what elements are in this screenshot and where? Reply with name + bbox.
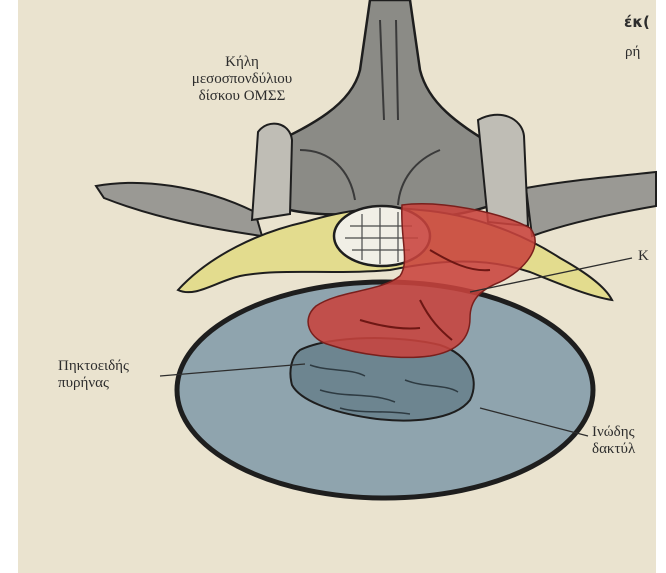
corner-text-line1: έκ( xyxy=(624,14,650,31)
label-herniation-line3: δίσκου ΟΜΣΣ xyxy=(152,88,332,105)
corner-text-line2: ρή xyxy=(625,44,640,61)
corner-text-regular: ρή xyxy=(625,44,640,61)
label-annulus-line2: δακτύλ xyxy=(592,441,635,458)
label-herniation-line2: μεσοσπονδύλιου xyxy=(152,71,332,88)
corner-text-bold: έκ( xyxy=(624,14,650,31)
label-herniation-line1: Κήλη xyxy=(152,54,332,71)
label-nucleus: Πηκτοειδής πυρήνας xyxy=(58,358,129,392)
label-nucleus-line1: Πηκτοειδής xyxy=(58,358,129,375)
label-right-top-text: Κ xyxy=(638,248,649,265)
label-annulus-line1: Ινώδης xyxy=(592,424,635,441)
label-herniation: Κήλη μεσοσπονδύλιου δίσκου ΟΜΣΣ xyxy=(152,54,332,105)
label-annulus: Ινώδης δακτύλ xyxy=(592,424,635,458)
articular-process-left xyxy=(252,124,292,220)
label-nucleus-line2: πυρήνας xyxy=(58,375,129,392)
label-right-top: Κ xyxy=(638,248,649,265)
